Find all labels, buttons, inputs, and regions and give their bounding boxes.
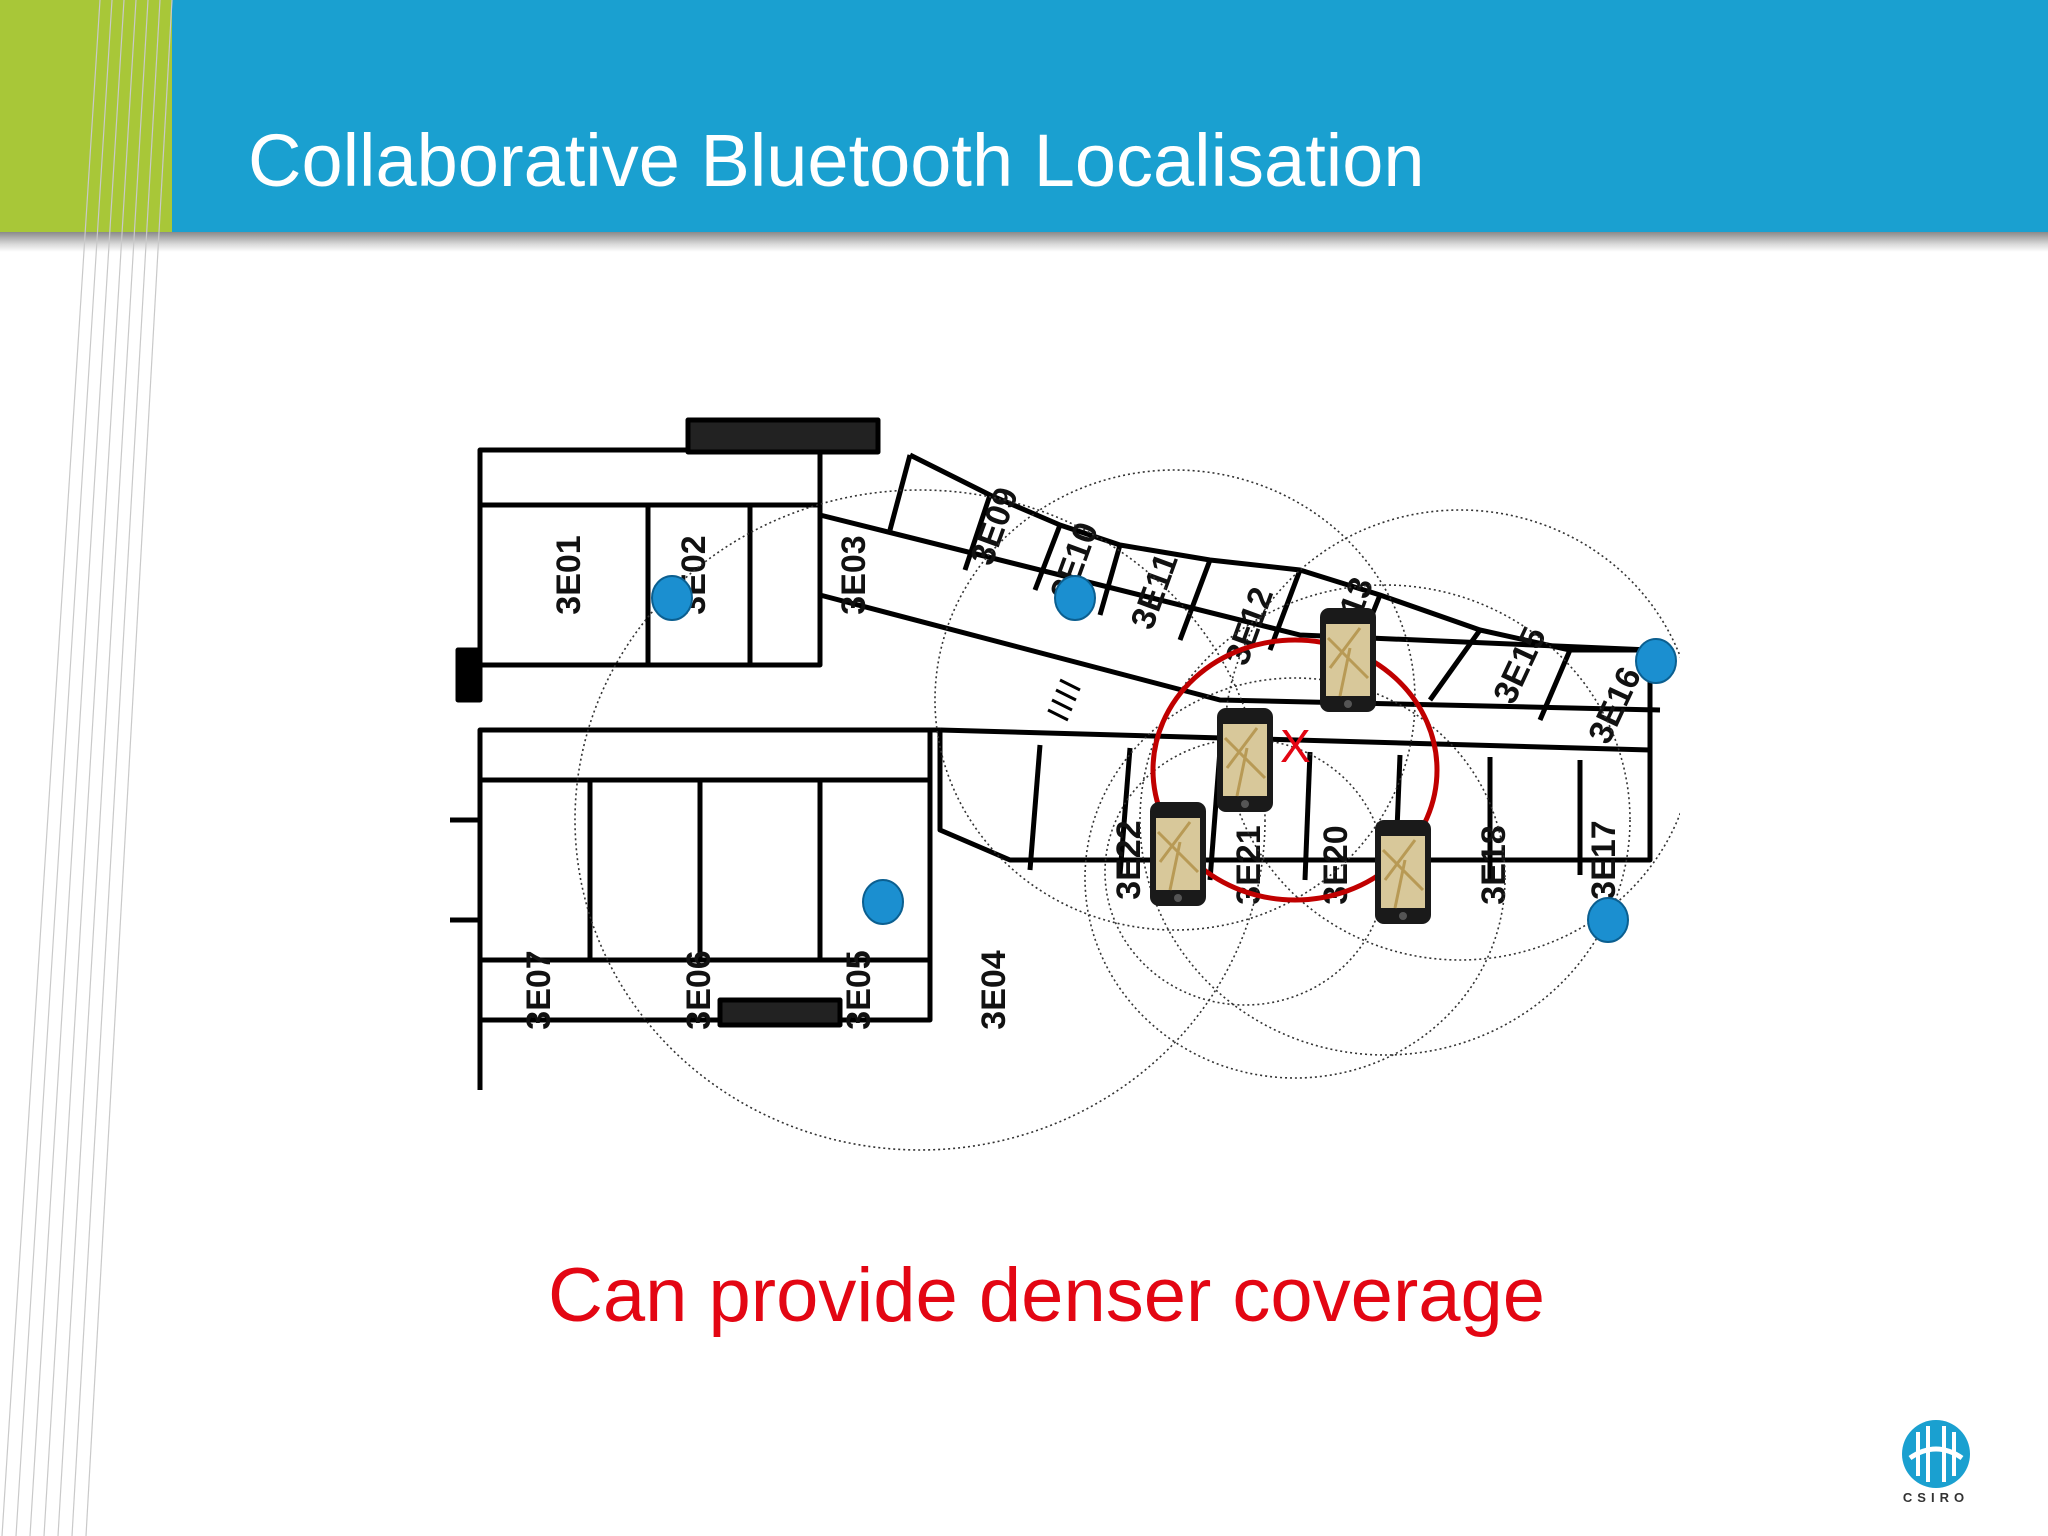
title-bar-shadow	[0, 232, 2048, 252]
slide-caption: Can provide denser coverage	[548, 1253, 1546, 1338]
phone-icon	[1375, 820, 1431, 924]
beacon-dot	[1587, 897, 1629, 943]
title-bar	[0, 0, 2048, 232]
green-accent-band	[0, 0, 172, 232]
bluetooth-beacons	[651, 575, 1677, 943]
estimated-range-circle	[1150, 637, 1440, 903]
smartphones	[1150, 608, 1431, 924]
csiro-logo-text: CSIRO	[1902, 1490, 1970, 1505]
phone-icon	[1217, 708, 1273, 812]
room-label-3e16: 3E16	[1581, 661, 1649, 749]
decorative-lines	[1, 0, 173, 1536]
phone-icon	[1320, 608, 1376, 712]
building-outline	[450, 417, 1661, 1090]
room-label-3e05: 3E05	[840, 950, 878, 1029]
room-labels: 3E01 3E02 3E03 3E07 3E06 3E05 3E04 3E09 …	[520, 482, 1649, 1029]
room-label-3e06: 3E06	[680, 950, 718, 1029]
csiro-logo-icon	[1902, 1420, 1970, 1488]
coverage-circle	[1139, 584, 1631, 1056]
room-label-3e03: 3E03	[835, 535, 873, 614]
phone-icon	[1150, 802, 1206, 906]
coverage-circle	[574, 489, 1266, 1151]
beacon-dot	[1054, 575, 1096, 621]
csiro-logo: CSIRO	[1896, 1418, 1976, 1518]
floor-plan-diagram: 3E01 3E02 3E03 3E07 3E06 3E05 3E04 3E09 …	[450, 417, 1680, 1151]
room-label-3e04: 3E04	[975, 950, 1013, 1029]
beacon-dot	[1635, 638, 1677, 684]
coverage-circle	[1224, 509, 1680, 961]
beacon-dot	[862, 879, 904, 925]
room-label-3e18: 3E18	[1475, 825, 1513, 904]
room-label-3e07: 3E07	[520, 950, 558, 1029]
room-label-3e22: 3E22	[1110, 820, 1148, 899]
beacon-dot	[651, 575, 693, 621]
room-label-3e17: 3E17	[1585, 820, 1623, 899]
room-label-3e01: 3E01	[550, 535, 588, 614]
slide-title: Collaborative Bluetooth Localisation	[248, 119, 1425, 202]
target-marker: X	[1280, 720, 1311, 772]
coverage-circle	[1084, 677, 1506, 1079]
